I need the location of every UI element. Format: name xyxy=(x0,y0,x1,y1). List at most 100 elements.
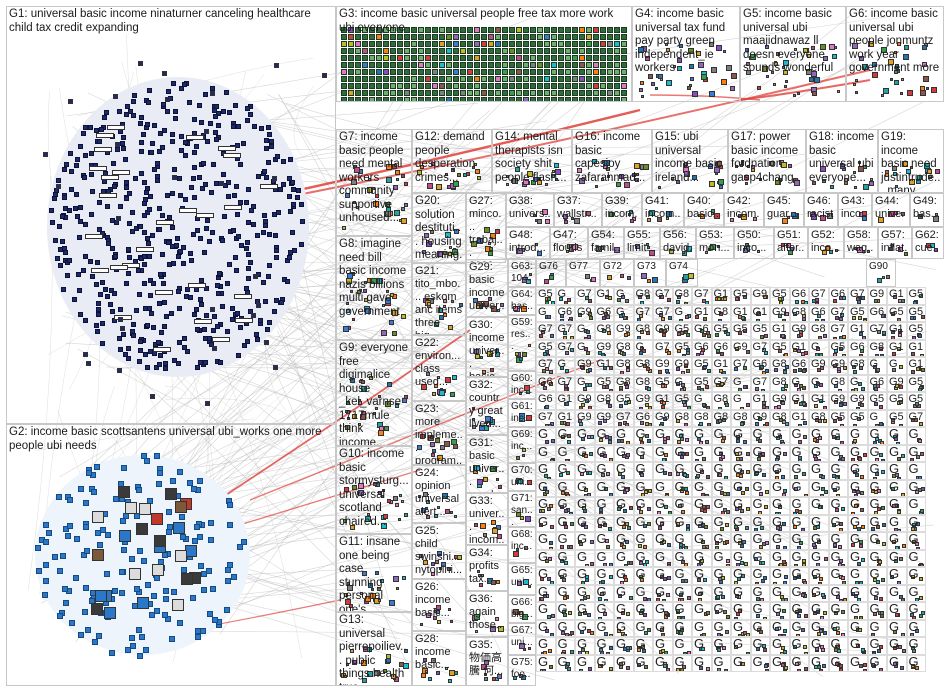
small-group-label: G xyxy=(908,584,919,599)
small-group-panel: G xyxy=(789,532,809,550)
group-label-g40: G40: basic... xyxy=(687,195,719,227)
network-node xyxy=(621,55,627,61)
network-node xyxy=(523,69,529,75)
network-node xyxy=(102,114,108,120)
small-group-panel: G xyxy=(594,514,614,532)
small-group-label: G xyxy=(635,479,646,494)
network-node xyxy=(118,129,124,135)
small-group-panel: G xyxy=(809,514,829,532)
small-group-label: G xyxy=(869,532,880,546)
small-group-panel: G xyxy=(809,637,829,655)
network-node xyxy=(745,506,750,511)
network-node xyxy=(474,55,480,61)
small-group-label: G5 xyxy=(850,410,865,423)
network-node xyxy=(210,162,216,168)
avatar-node xyxy=(95,589,108,602)
small-group-label: G xyxy=(850,567,861,581)
small-group-label: G xyxy=(674,479,685,494)
network-node xyxy=(882,542,887,547)
network-node xyxy=(460,83,466,89)
network-node xyxy=(133,176,139,182)
small-group-label: G xyxy=(694,479,705,494)
small-group-label: G xyxy=(713,532,724,546)
network-node xyxy=(144,458,151,465)
network-node xyxy=(537,62,543,68)
network-node xyxy=(579,422,584,427)
network-node xyxy=(156,149,162,155)
network-node xyxy=(495,48,501,54)
small-group-panel: G xyxy=(789,654,809,672)
network-node xyxy=(453,48,459,54)
group-panel-g58: G58: wag... xyxy=(844,227,878,259)
small-group-panel: G xyxy=(731,514,751,532)
network-node xyxy=(96,300,102,306)
network-node xyxy=(142,646,149,653)
network-node xyxy=(73,191,79,197)
small-group-panel: G1 xyxy=(770,322,790,340)
network-node xyxy=(530,83,536,89)
small-group-label: G8 xyxy=(772,410,787,423)
network-node xyxy=(702,317,707,322)
network-node xyxy=(137,348,143,354)
small-group-label: G xyxy=(791,444,802,459)
small-group-label: G xyxy=(713,514,724,529)
small-group-panel: G xyxy=(575,427,595,445)
network-node xyxy=(246,275,252,281)
network-node xyxy=(119,589,126,596)
small-group-label: G xyxy=(694,602,705,616)
small-group-panel: G xyxy=(867,549,887,567)
network-node xyxy=(146,241,152,247)
network-node xyxy=(237,544,244,551)
network-node xyxy=(593,62,599,68)
small-group-panel: G xyxy=(633,602,653,620)
network-node xyxy=(784,666,789,671)
small-group-label: G8 xyxy=(869,340,885,353)
small-group-label: G xyxy=(674,514,685,529)
small-group-label: G xyxy=(557,532,568,546)
small-group-label: G xyxy=(694,462,705,476)
small-group-label: G xyxy=(655,514,666,529)
small-group-label: G xyxy=(616,567,627,581)
group-label-g44: G44: unive... xyxy=(875,195,905,227)
network-node xyxy=(551,76,557,82)
network-node xyxy=(117,317,123,323)
network-node xyxy=(404,55,410,61)
small-group-panel: G8 xyxy=(633,357,653,375)
small-group-panel: G5 xyxy=(711,322,731,340)
node-cluster-g2 xyxy=(7,425,335,685)
network-node xyxy=(108,649,115,656)
small-group-label: G xyxy=(713,602,724,616)
network-node xyxy=(600,76,606,82)
network-node xyxy=(137,338,143,344)
network-node xyxy=(191,195,197,201)
network-node xyxy=(411,69,417,75)
small-group-panel: G5 xyxy=(906,304,926,322)
small-group-label: G xyxy=(869,567,880,581)
network-node xyxy=(139,114,145,120)
small-group-panel: G1 xyxy=(789,392,809,410)
small-group-panel: G8 xyxy=(614,374,634,392)
small-group-panel: G xyxy=(536,567,556,585)
small-group-panel: G xyxy=(614,427,634,445)
network-node xyxy=(362,69,368,75)
network-node xyxy=(509,41,515,47)
small-group-panel: G xyxy=(906,427,926,445)
network-node xyxy=(97,199,103,205)
small-group-label: G xyxy=(850,462,861,476)
network-node xyxy=(137,121,143,127)
network-node xyxy=(840,609,845,614)
network-node xyxy=(123,195,129,201)
small-group-label: G xyxy=(596,444,607,459)
small-group-panel: G7 xyxy=(906,409,926,427)
network-node xyxy=(120,332,126,338)
small-group-label: G xyxy=(908,637,919,651)
network-node xyxy=(621,90,627,96)
network-node xyxy=(248,112,254,118)
network-node xyxy=(66,497,73,504)
network-node xyxy=(109,309,115,315)
network-node xyxy=(411,55,417,61)
network-node xyxy=(481,48,487,54)
network-node xyxy=(544,62,550,68)
network-node xyxy=(105,203,111,209)
avatar-node xyxy=(136,596,149,609)
